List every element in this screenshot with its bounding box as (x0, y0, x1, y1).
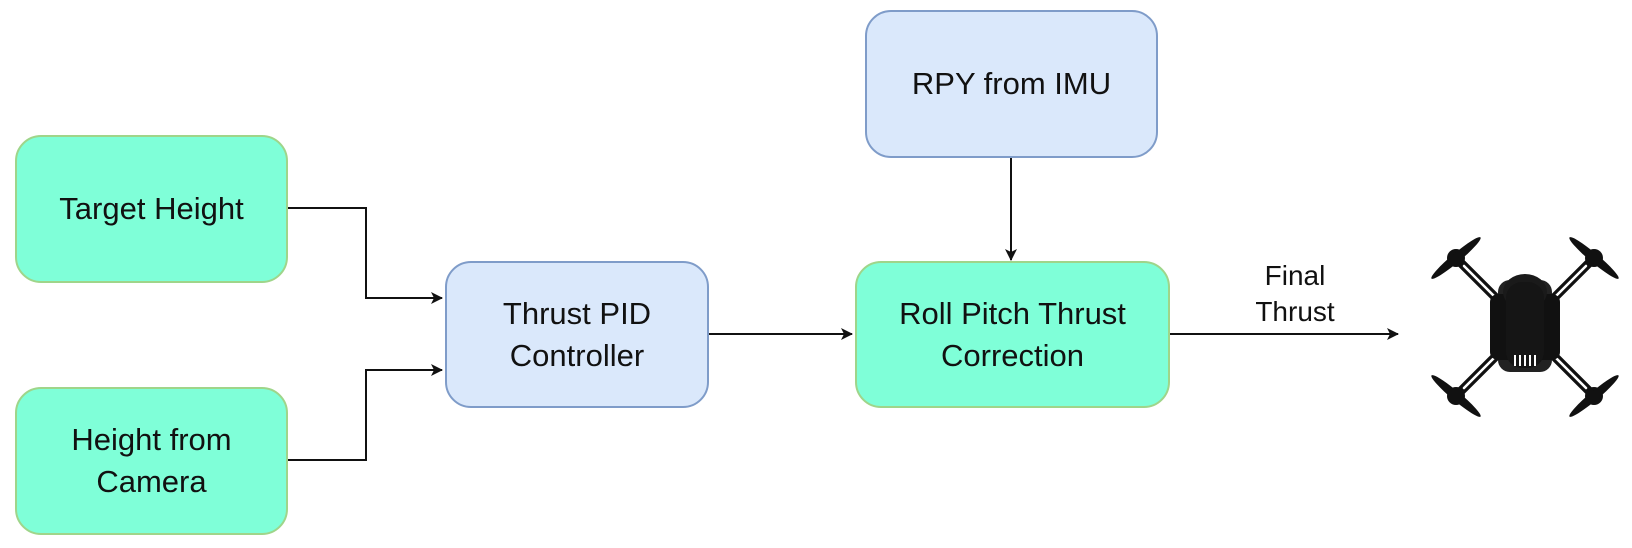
edge-label-line: Thrust (1255, 296, 1335, 327)
node-label: Height from Camera (71, 419, 231, 503)
node-label-line: Controller (509, 337, 645, 373)
edge-target-height-to-thrust-pid (288, 207, 443, 304)
node-height-from-camera: Height from Camera (15, 387, 288, 535)
node-label-line: Height from (71, 422, 232, 457)
node-label-line: Correction (941, 337, 1084, 373)
node-label-line: Camera (96, 464, 207, 499)
node-label: Target Height (59, 188, 243, 230)
node-label-line: Thrust PID (502, 295, 652, 331)
edge-height-camera-to-thrust-pid (288, 364, 443, 461)
node-target-height: Target Height (15, 135, 288, 283)
node-label-line: Target Height (59, 191, 244, 226)
node-label: Thrust PID Controller (503, 293, 651, 377)
node-roll-pitch-thrust-correction: Roll Pitch Thrust Correction (855, 261, 1170, 408)
node-rpy-from-imu: RPY from IMU (865, 10, 1158, 158)
edge-label-final-thrust: Final Thrust (1235, 258, 1355, 330)
node-label-line: Roll Pitch Thrust (899, 295, 1126, 331)
quadcopter-drone-icon (1420, 222, 1630, 432)
node-label: Roll Pitch Thrust Correction (899, 293, 1126, 377)
node-label-line: RPY from IMU (911, 66, 1112, 101)
edge-label-line: Final (1264, 260, 1326, 291)
node-thrust-pid-controller: Thrust PID Controller (445, 261, 709, 408)
node-label: RPY from IMU (912, 63, 1111, 105)
